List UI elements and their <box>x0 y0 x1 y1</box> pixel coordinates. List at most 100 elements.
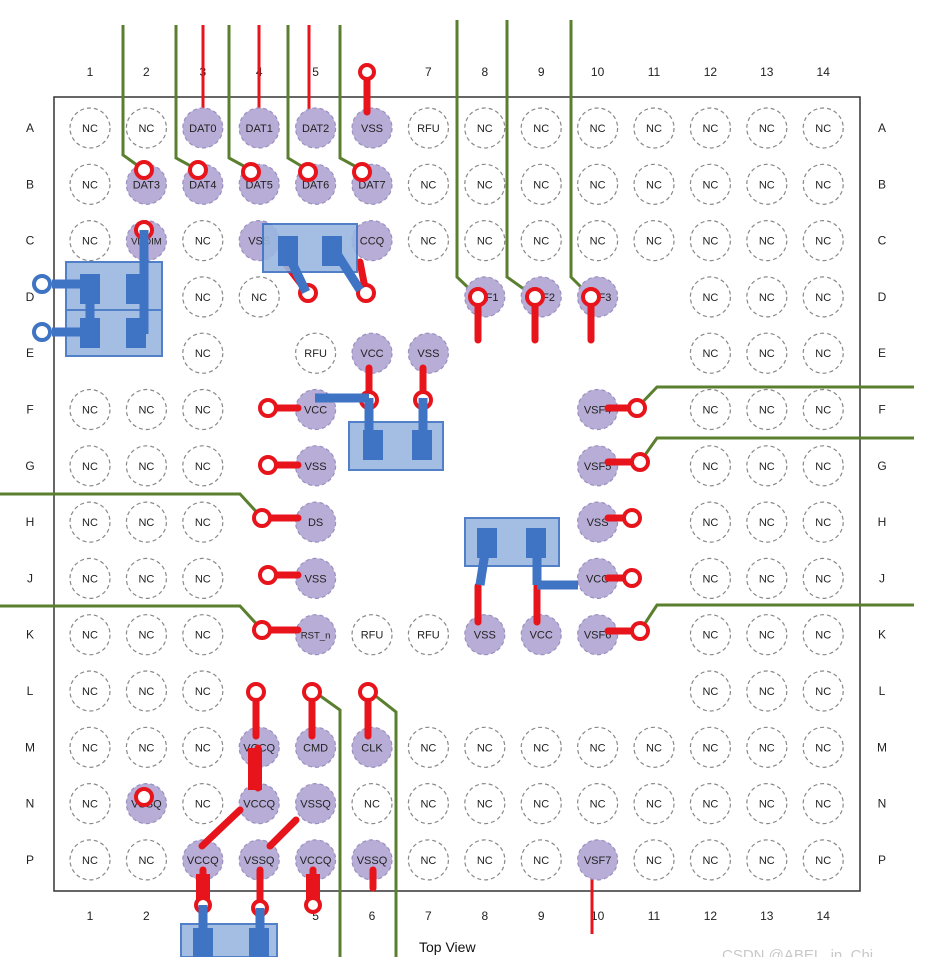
ball-C1: NC <box>69 220 111 262</box>
ball-B11: NC <box>633 163 675 205</box>
column-label-top: 9 <box>538 65 545 79</box>
ball-P12: NC <box>689 839 732 881</box>
ball-label: VCC <box>530 630 553 642</box>
ball-label: NC <box>138 517 154 529</box>
row-label-right: A <box>878 121 886 135</box>
ball-label: NC <box>533 799 549 811</box>
ball-label: NC <box>82 179 98 191</box>
ball-label: VCC <box>360 348 383 360</box>
ball-A10: NC <box>576 107 619 149</box>
ball-C14: NC <box>802 220 844 262</box>
ball-label: NC <box>477 236 493 248</box>
ball-D13: NC <box>746 276 788 318</box>
blue-via-left-2 <box>32 322 52 342</box>
ball-M12: NC <box>689 726 732 768</box>
ball-label: RFU <box>361 630 384 642</box>
ball-N1: NC <box>69 782 111 825</box>
ball-label: VCC <box>586 573 609 585</box>
ball-label: NC <box>590 179 606 191</box>
ball-label: NC <box>195 630 211 642</box>
red-vias <box>134 63 650 917</box>
ball-label: VCCQ <box>187 855 219 867</box>
column-label-bottom: 5 <box>312 909 319 923</box>
ball-G10: VSF5 <box>576 445 619 487</box>
ball-P5: VCCQ <box>295 839 337 881</box>
ball-label: NC <box>82 236 98 248</box>
ball-label: VCC <box>304 405 327 417</box>
ball-F3: NC <box>182 388 224 431</box>
ball-L13: NC <box>746 670 788 712</box>
row-label-right: P <box>878 853 886 867</box>
ball-J10: VCC <box>576 557 619 600</box>
ball-P3: VCCQ <box>182 839 224 881</box>
ball-A1: NC <box>69 107 111 149</box>
ball-C9: NC <box>520 220 562 262</box>
ball-label: NC <box>82 461 98 473</box>
ball-P9: NC <box>520 839 562 881</box>
ball-label: VSS <box>361 123 383 135</box>
ball-label: NC <box>815 179 831 191</box>
ball-M5: CMD <box>295 726 337 768</box>
blue-via-left-1 <box>32 274 52 294</box>
ball-label: NC <box>646 236 662 248</box>
green-trace-clk <box>367 688 398 957</box>
ball-label: NC <box>590 236 606 248</box>
ball-G12: NC <box>689 445 732 487</box>
column-label-bottom: 10 <box>591 909 605 923</box>
ball-H5: DS <box>295 501 337 543</box>
column-label-top: 5 <box>312 65 319 79</box>
ball-label: NC <box>759 123 775 135</box>
ball-J3: NC <box>182 557 224 600</box>
row-label-right: E <box>878 346 886 360</box>
ball-label: NC <box>590 123 606 135</box>
ball-label: NC <box>702 686 718 698</box>
ball-H3: NC <box>182 501 224 543</box>
ball-M10: NC <box>576 726 619 768</box>
row-label-right: C <box>878 234 887 248</box>
ball-H2: NC <box>125 501 167 543</box>
row-label-left: L <box>27 684 34 698</box>
column-label-bottom: 14 <box>817 909 831 923</box>
ball-label: NC <box>82 799 98 811</box>
ball-H13: NC <box>746 501 788 543</box>
ball-E7: VSS <box>407 332 449 374</box>
row-label-left: F <box>26 403 33 417</box>
ball-G5: VSS <box>295 445 337 487</box>
column-label-bottom: 2 <box>143 909 150 923</box>
ball-label: NC <box>815 799 831 811</box>
ball-L12: NC <box>689 670 732 712</box>
ball-K8: VSS <box>464 614 506 656</box>
ball-label: NC <box>533 123 549 135</box>
ball-G2: NC <box>125 445 167 487</box>
ball-label: NC <box>702 236 718 248</box>
row-label-right: G <box>877 459 886 473</box>
ball-K12: NC <box>689 614 732 656</box>
ball-N7: NC <box>407 782 449 825</box>
ball-G13: NC <box>746 445 788 487</box>
ball-label: NC <box>759 179 775 191</box>
ball-label: NC <box>759 236 775 248</box>
ball-label: NC <box>759 573 775 585</box>
row-label-left: M <box>25 740 35 754</box>
ball-label: NC <box>759 855 775 867</box>
ball-M6: CLK <box>351 726 393 768</box>
column-label-top: 2 <box>143 65 150 79</box>
ball-label: NC <box>759 517 775 529</box>
ball-label: DAT1 <box>246 123 273 135</box>
ball-M7: NC <box>407 726 449 768</box>
ball-label: NC <box>82 630 98 642</box>
ball-label: VSF4 <box>584 405 612 417</box>
ball-label: NC <box>533 742 549 754</box>
ball-B9: NC <box>520 163 562 205</box>
ball-label: NC <box>815 123 831 135</box>
ball-K5: RST_n <box>295 614 337 656</box>
ball-A9: NC <box>520 107 562 149</box>
ball-label: NC <box>702 517 718 529</box>
ball-label: NC <box>195 461 211 473</box>
ball-label: NC <box>420 179 436 191</box>
row-label-right: M <box>877 740 887 754</box>
ball-P2: NC <box>125 839 167 881</box>
ball-label: RFU <box>417 123 440 135</box>
